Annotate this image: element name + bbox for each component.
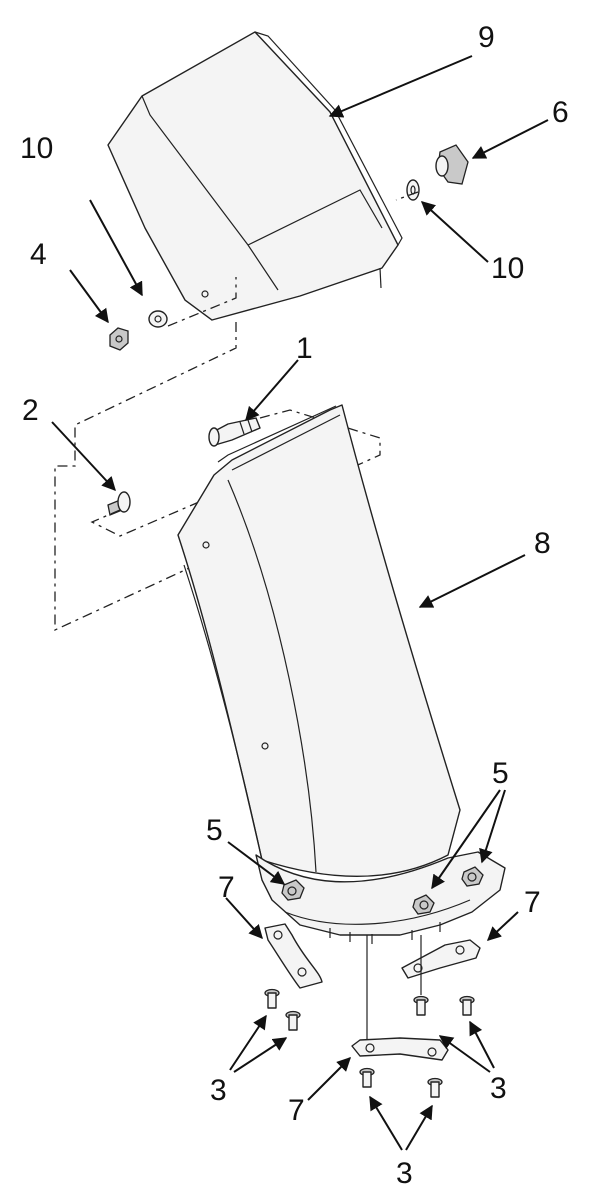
callout-4: 4 — [30, 238, 47, 271]
screw-2 — [285, 1010, 301, 1031]
callout-7-left: 7 — [218, 871, 235, 904]
arrow-4 — [69, 269, 109, 324]
arrow-9 — [328, 55, 473, 118]
arrow-5-left — [227, 841, 286, 885]
callout-3-right: 3 — [490, 1072, 507, 1105]
carriage-bolt-part-1 — [208, 417, 261, 447]
callout-7-right: 7 — [524, 886, 541, 919]
callout-6: 6 — [552, 96, 569, 129]
callout-3-bottom: 3 — [396, 1157, 413, 1190]
washer-part-10-right — [406, 179, 420, 201]
arrow-3-right-b — [469, 1020, 495, 1069]
callout-5-right: 5 — [492, 757, 509, 790]
screw-3 — [413, 995, 429, 1016]
arrow-8 — [418, 554, 526, 608]
arrow-3-left-b — [233, 1037, 288, 1073]
callout-3-left: 3 — [210, 1074, 227, 1107]
arrow-3-right-a — [438, 1035, 491, 1073]
callout-labels: 9 6 10 10 4 1 2 8 5 5 7 7 7 3 3 3 — [20, 21, 569, 1190]
chute-deflector-part-9 — [107, 31, 403, 321]
callout-10-right: 10 — [491, 252, 524, 285]
screw-4 — [459, 995, 475, 1016]
screw-5 — [359, 1067, 375, 1088]
arrow-1 — [245, 359, 299, 422]
leader-arrows — [51, 55, 549, 1151]
screws-part-3 — [264, 935, 475, 1098]
arrow-3-bottom-b — [405, 1104, 433, 1151]
arrow-7-left — [225, 897, 263, 940]
callout-8: 8 — [534, 527, 551, 560]
callout-9: 9 — [478, 21, 495, 54]
callout-1: 1 — [296, 332, 313, 365]
screw-1 — [264, 988, 280, 1009]
arrow-3-left-a — [229, 1014, 267, 1071]
washer-part-10-left — [148, 310, 168, 328]
callout-10-left: 10 — [20, 132, 53, 165]
callout-2: 2 — [22, 394, 39, 427]
arrow-10-left — [89, 199, 143, 297]
screw-6 — [427, 1077, 443, 1098]
chute-body-part-8 — [177, 404, 506, 944]
knob-part-6 — [435, 144, 469, 185]
callout-7-bottom: 7 — [288, 1094, 305, 1127]
arrow-6 — [471, 119, 549, 159]
arrow-5-mid — [431, 789, 501, 890]
arrow-3-bottom-a — [369, 1095, 403, 1151]
clamp-part-7-bottom — [351, 1037, 449, 1061]
callout-5-left: 5 — [206, 814, 223, 847]
clamp-part-7-right — [401, 939, 481, 979]
arrow-5-right — [479, 789, 506, 864]
arrow-7-bottom — [307, 1057, 351, 1101]
arrow-7-right — [486, 911, 519, 941]
nut-part-4 — [109, 327, 129, 351]
arrow-10-right — [420, 201, 489, 263]
arrow-2 — [51, 421, 116, 492]
bolt-part-2 — [107, 491, 131, 516]
clamp-part-7-left — [264, 923, 323, 989]
